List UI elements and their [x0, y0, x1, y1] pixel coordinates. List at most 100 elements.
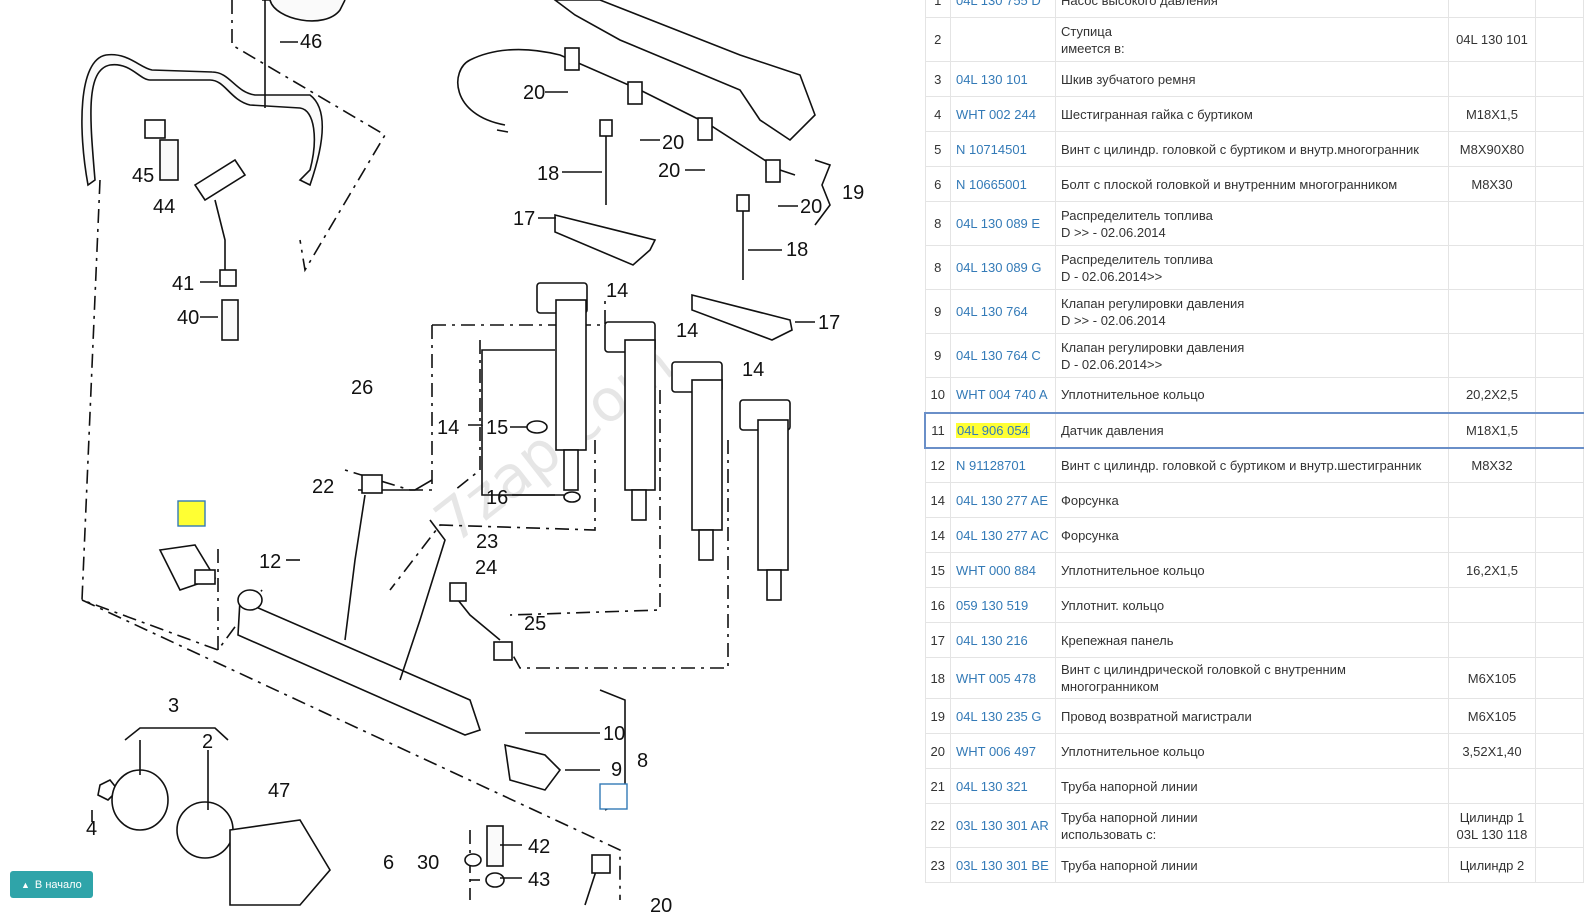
- callout-47[interactable]: 47: [268, 780, 290, 802]
- callout-18[interactable]: 18: [786, 239, 808, 261]
- part-description: Шкив зубчатого ремня: [1054, 61, 1449, 97]
- callout-26[interactable]: 26: [351, 377, 373, 399]
- part-number-link[interactable]: N 10665001: [949, 166, 1056, 202]
- callout-18[interactable]: 18: [537, 163, 559, 185]
- callout-2[interactable]: 2: [202, 731, 213, 753]
- callout-20[interactable]: 20: [662, 132, 684, 154]
- part-number-link[interactable]: N 91128701: [949, 447, 1056, 483]
- callout-14[interactable]: 14: [676, 320, 698, 342]
- row-number: 20: [924, 733, 951, 769]
- part-number-link[interactable]: 04L 130 277 AC: [949, 517, 1056, 553]
- part-number-link[interactable]: 04L 130 235 G: [949, 698, 1056, 734]
- callout-44[interactable]: 44: [153, 196, 175, 218]
- part-number-link[interactable]: 04L 130 755 D: [949, 0, 1056, 18]
- part-number-link[interactable]: 059 130 519: [949, 587, 1056, 623]
- callout-6[interactable]: 6: [383, 852, 394, 874]
- callout-9[interactable]: 9: [611, 759, 622, 781]
- part-extra: [1534, 333, 1584, 378]
- callout-17[interactable]: 17: [818, 312, 840, 334]
- part-number-link[interactable]: 04L 906 054: [949, 411, 1056, 449]
- part-number-link[interactable]: 04L 130 764 C: [949, 333, 1056, 378]
- row-number: 8: [924, 245, 951, 290]
- callout-22[interactable]: 22: [312, 476, 334, 498]
- part-number-link[interactable]: WHT 002 244: [949, 96, 1056, 132]
- callout-42[interactable]: 42: [528, 836, 550, 858]
- part-number-link[interactable]: 04L 130 277 AE: [949, 482, 1056, 518]
- part-number-link[interactable]: WHT 004 740 A: [949, 377, 1056, 413]
- fuel-rail: [237, 598, 482, 736]
- callout-25[interactable]: 25: [524, 613, 546, 635]
- part-number-link[interactable]: 03L 130 301 AR: [949, 803, 1056, 848]
- part-number-link[interactable]: WHT 006 497: [949, 733, 1056, 769]
- callout-14[interactable]: 14: [437, 417, 459, 439]
- callout-20[interactable]: 20: [658, 160, 680, 182]
- part-number-link[interactable]: 04L 130 321: [949, 768, 1056, 804]
- callout-3[interactable]: 3: [168, 695, 179, 717]
- callout-41[interactable]: 41: [172, 273, 194, 295]
- part-number-link[interactable]: 04L 130 089 E: [949, 201, 1056, 246]
- part-extra: [1534, 377, 1584, 413]
- callout-11-highlight[interactable]: [177, 500, 206, 527]
- callout-24[interactable]: 24: [475, 557, 497, 579]
- callout-45[interactable]: 45: [132, 165, 154, 187]
- callout-20[interactable]: 20: [650, 895, 672, 915]
- callout-20[interactable]: 20: [800, 196, 822, 218]
- part-number-link[interactable]: WHT 000 884: [949, 552, 1056, 588]
- callout-4[interactable]: 4: [86, 818, 97, 840]
- part-number-link[interactable]: 04L 130 764: [949, 289, 1056, 334]
- callout-14[interactable]: 14: [606, 280, 628, 302]
- part-number-link[interactable]: 04L 130 089 G: [949, 245, 1056, 290]
- part-number-link[interactable]: 04L 130 216: [949, 622, 1056, 658]
- callout-16[interactable]: 16: [486, 487, 508, 509]
- row-number: 21: [924, 768, 951, 804]
- callout-40[interactable]: 40: [177, 307, 199, 329]
- callout-17[interactable]: 17: [513, 208, 535, 230]
- callout-15[interactable]: 15: [486, 417, 508, 439]
- callout-8[interactable]: 8: [637, 750, 648, 772]
- part-number-link[interactable]: WHT 005 478: [949, 657, 1056, 699]
- row-number: 1: [924, 0, 951, 18]
- callout-43[interactable]: 43: [528, 869, 550, 891]
- callout-30[interactable]: 30: [417, 852, 439, 874]
- callout-19[interactable]: 19: [842, 182, 864, 204]
- part-number-link[interactable]: N 10714501: [949, 131, 1056, 167]
- part-number-link[interactable]: 03L 130 301 BE: [949, 847, 1056, 883]
- part-number-highlight[interactable]: 04L 906 054: [955, 422, 1030, 438]
- callout-10[interactable]: 10: [603, 723, 625, 745]
- part-number-link[interactable]: 04L 130 101: [949, 61, 1056, 97]
- row-number: 15: [924, 552, 951, 588]
- callout-20[interactable]: 20: [523, 82, 545, 104]
- callout-14[interactable]: 14: [742, 359, 764, 381]
- back-to-top-button[interactable]: ▲ В начало: [10, 871, 93, 898]
- callout-46[interactable]: 46: [300, 31, 322, 53]
- callout-23[interactable]: 23: [476, 531, 498, 553]
- callout-11-box[interactable]: [599, 783, 628, 810]
- callout-12[interactable]: 12: [259, 551, 281, 573]
